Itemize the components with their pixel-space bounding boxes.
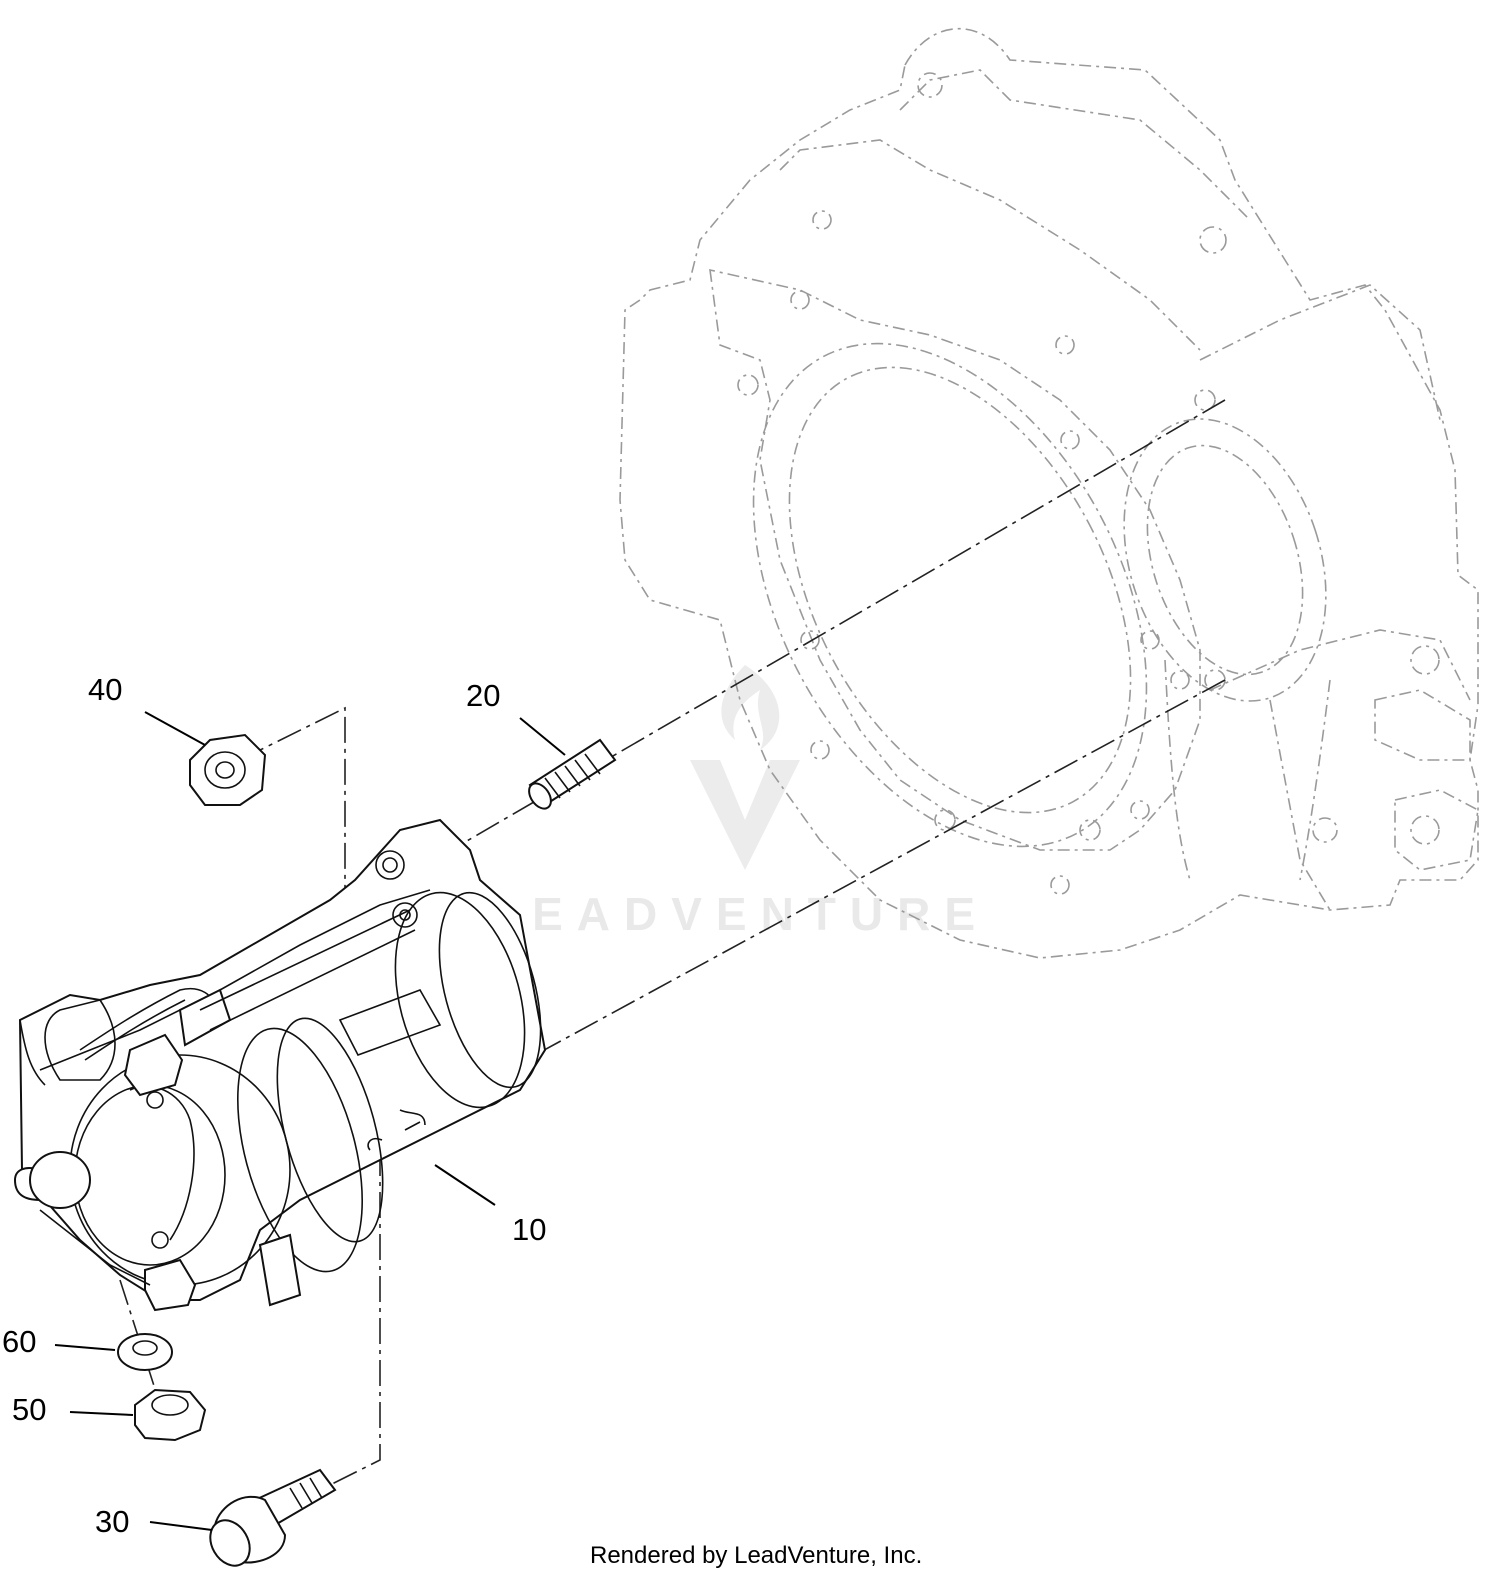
- leader-lines: [54, 711, 566, 1531]
- watermark-text: LEADVENTURE: [490, 888, 989, 940]
- callout-10: 10: [512, 1212, 546, 1247]
- callout-30: 30: [95, 1504, 129, 1539]
- part-30-bolt: [209, 1468, 337, 1567]
- starter-motor: [13, 818, 547, 1312]
- callout-20: 20: [466, 678, 500, 713]
- callout-60: 60: [2, 1324, 36, 1359]
- part-20-stud: [528, 738, 617, 810]
- part-50-nut: [134, 1388, 207, 1442]
- render-credit: Rendered by LeadVenture, Inc.: [590, 1542, 922, 1569]
- part-60-lock-washer: [117, 1333, 173, 1371]
- watermark-logo-icon: [690, 665, 800, 870]
- callout-50: 50: [12, 1392, 46, 1427]
- callout-40: 40: [88, 672, 122, 707]
- engine-housing: [619, 27, 1479, 959]
- part-40-nut: [189, 733, 267, 806]
